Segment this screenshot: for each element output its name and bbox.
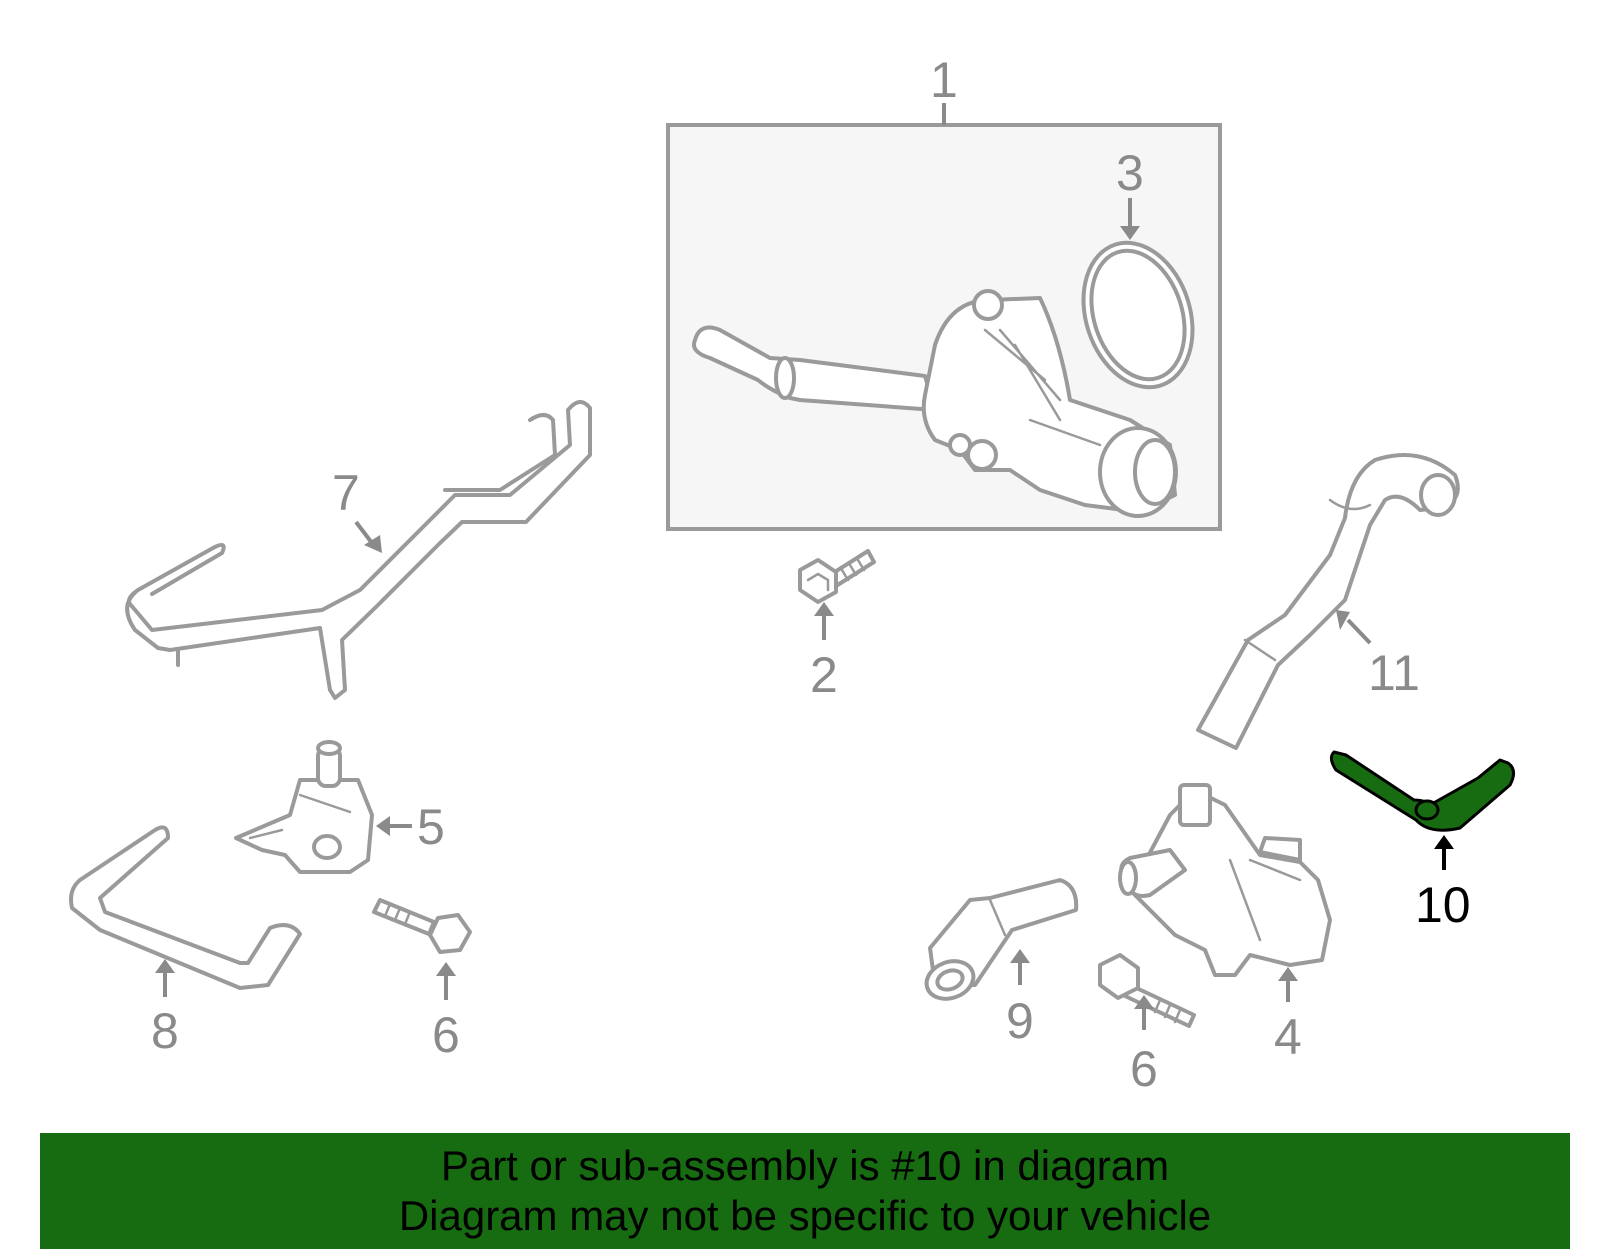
callout-10[interactable]: 10 bbox=[1415, 835, 1471, 933]
part-6-bolt-left[interactable] bbox=[372, 898, 472, 954]
callout-6-right[interactable]: 6 bbox=[1130, 995, 1158, 1097]
callout-2[interactable]: 2 bbox=[810, 602, 838, 703]
banner-line-1: Part or sub-assembly is #10 in diagram bbox=[440, 1142, 1170, 1189]
part-7-pipe[interactable] bbox=[125, 400, 592, 700]
callout-6-left[interactable]: 6 bbox=[432, 962, 460, 1063]
callout-8[interactable]: 8 bbox=[151, 959, 179, 1059]
callout-1[interactable]: 1 bbox=[930, 52, 958, 125]
svg-text:1: 1 bbox=[930, 52, 958, 108]
banner-line-2: Diagram may not be specific to your vehi… bbox=[398, 1192, 1212, 1239]
callout-4[interactable]: 4 bbox=[1274, 967, 1302, 1065]
svg-text:7: 7 bbox=[332, 465, 360, 521]
callout-7[interactable]: 7 bbox=[332, 465, 382, 553]
part-1-assembly[interactable] bbox=[666, 123, 1222, 531]
svg-text:10: 10 bbox=[1415, 877, 1471, 933]
callout-3[interactable]: 3 bbox=[1116, 145, 1144, 240]
svg-text:9: 9 bbox=[1006, 993, 1034, 1049]
svg-text:6: 6 bbox=[432, 1007, 460, 1063]
info-banner: Part or sub-assembly is #10 in diagram D… bbox=[40, 1133, 1570, 1249]
part-8-pipe[interactable] bbox=[69, 825, 302, 990]
svg-text:11: 11 bbox=[1368, 645, 1420, 701]
callout-9[interactable]: 9 bbox=[1006, 949, 1034, 1049]
svg-text:2: 2 bbox=[810, 647, 838, 703]
callout-11[interactable]: 11 bbox=[1336, 610, 1420, 701]
svg-text:5: 5 bbox=[417, 799, 445, 855]
part-6-bolt-right[interactable] bbox=[1098, 953, 1196, 1028]
part-11-hose[interactable] bbox=[1196, 453, 1460, 750]
part-9-hose[interactable] bbox=[921, 878, 1079, 1005]
svg-text:6: 6 bbox=[1130, 1041, 1158, 1097]
part-2-bolt[interactable] bbox=[798, 549, 876, 604]
svg-text:8: 8 bbox=[151, 1003, 179, 1059]
svg-text:4: 4 bbox=[1274, 1009, 1302, 1065]
part-10-hose-highlighted[interactable] bbox=[1329, 750, 1515, 832]
part-5-pump[interactable] bbox=[234, 740, 374, 874]
svg-text:3: 3 bbox=[1116, 145, 1144, 201]
part-4-pump[interactable] bbox=[1118, 783, 1332, 977]
callout-5[interactable]: 5 bbox=[376, 799, 445, 855]
